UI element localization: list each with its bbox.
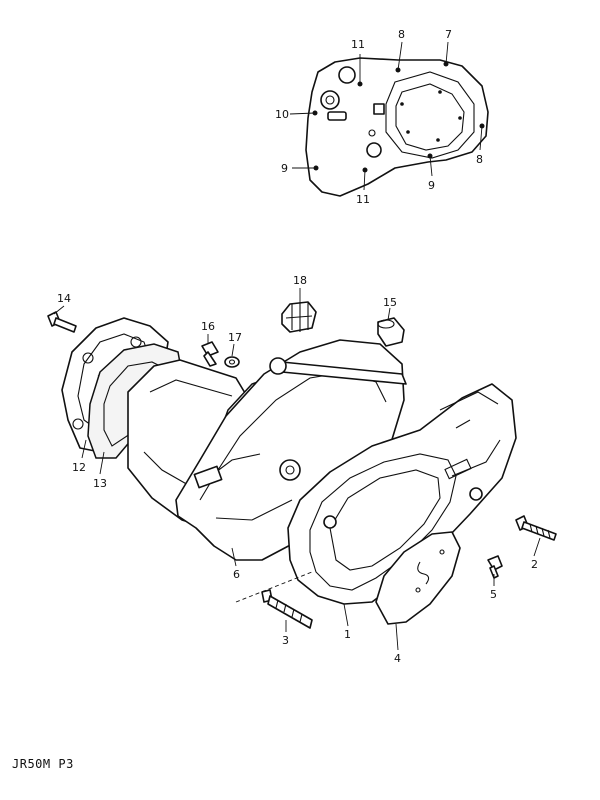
callout-18: 18 [293, 274, 307, 287]
callout-15: 15 [383, 296, 397, 309]
leader-lines [53, 41, 541, 651]
cover-bolt-lower [261, 589, 313, 629]
callout-9-right: 9 [428, 179, 435, 192]
washer [224, 356, 240, 368]
callout-17: 17 [228, 331, 242, 344]
callout-10: 10 [275, 108, 289, 121]
cover-plate [375, 531, 461, 625]
callout-6: 6 [233, 568, 240, 581]
cover-bolt-long [515, 515, 557, 541]
callout-4: 4 [394, 652, 401, 665]
callout-2: 2 [531, 558, 538, 571]
callout-1: 1 [344, 628, 351, 641]
callout-8-right: 8 [476, 153, 483, 166]
head-bolt [47, 311, 77, 333]
crankcase [175, 339, 405, 561]
callout-8-top: 8 [398, 28, 405, 41]
dowel-pin [377, 317, 405, 347]
page-code: JR50M P3 [12, 757, 74, 771]
callout-labels: 11 8 7 10 8 9 9 11 18 14 16 17 15 12 13 … [57, 28, 538, 665]
callout-5: 5 [490, 588, 497, 601]
callout-13: 13 [93, 477, 107, 490]
callout-11-bottom: 11 [356, 193, 370, 206]
callout-14: 14 [57, 292, 71, 305]
callout-7: 7 [445, 28, 452, 41]
callout-12: 12 [72, 461, 86, 474]
callout-11-top: 11 [351, 38, 365, 51]
inner-cover-assembly [305, 57, 489, 197]
oil-filler-cap [281, 301, 317, 333]
small-bolt [201, 341, 219, 367]
callout-16: 16 [201, 320, 215, 333]
gear-shaft [269, 357, 407, 385]
callout-3: 3 [282, 634, 289, 647]
clutch-cover [287, 383, 517, 605]
cover-screw [487, 555, 503, 579]
callout-9-left: 9 [281, 162, 288, 175]
